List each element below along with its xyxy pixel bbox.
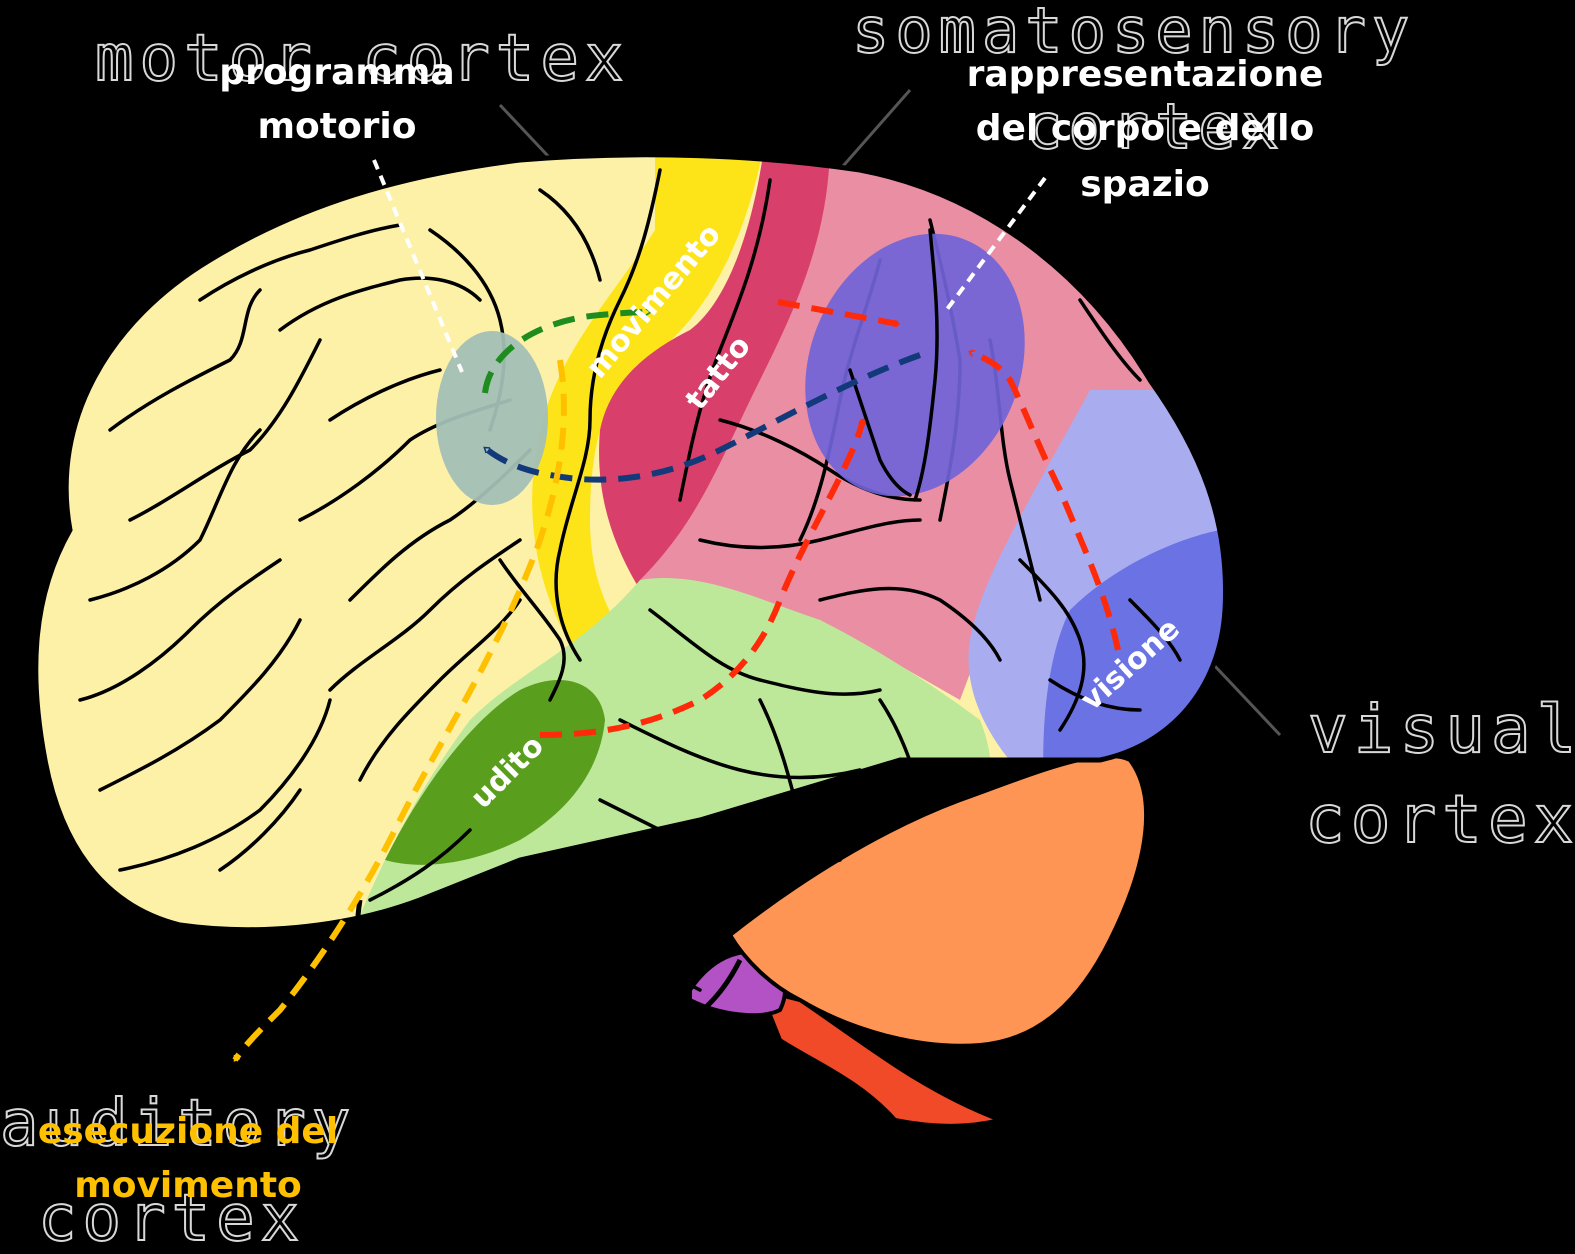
visual-ghost-label-line1: visual <box>1308 691 1575 768</box>
temporal-outline <box>357 900 740 1044</box>
visual-ghost-label-line2: cortex <box>1305 781 1575 858</box>
rappresentazione-label-line3: spazio <box>1080 164 1210 205</box>
programma-label-line2: motorio <box>257 106 416 147</box>
rappresentazione-label-line1: rappresentazione <box>967 54 1324 95</box>
programma-label-line1: programma <box>219 52 454 93</box>
rappresentazione-label-line2: del corpo e dello <box>976 108 1314 149</box>
premotor-highlight <box>436 331 548 505</box>
esecuzione-label-line1: esecuzione del <box>38 1111 338 1152</box>
hindbrain <box>690 756 1146 1126</box>
esecuzione-label-line2: movimento <box>74 1165 302 1206</box>
